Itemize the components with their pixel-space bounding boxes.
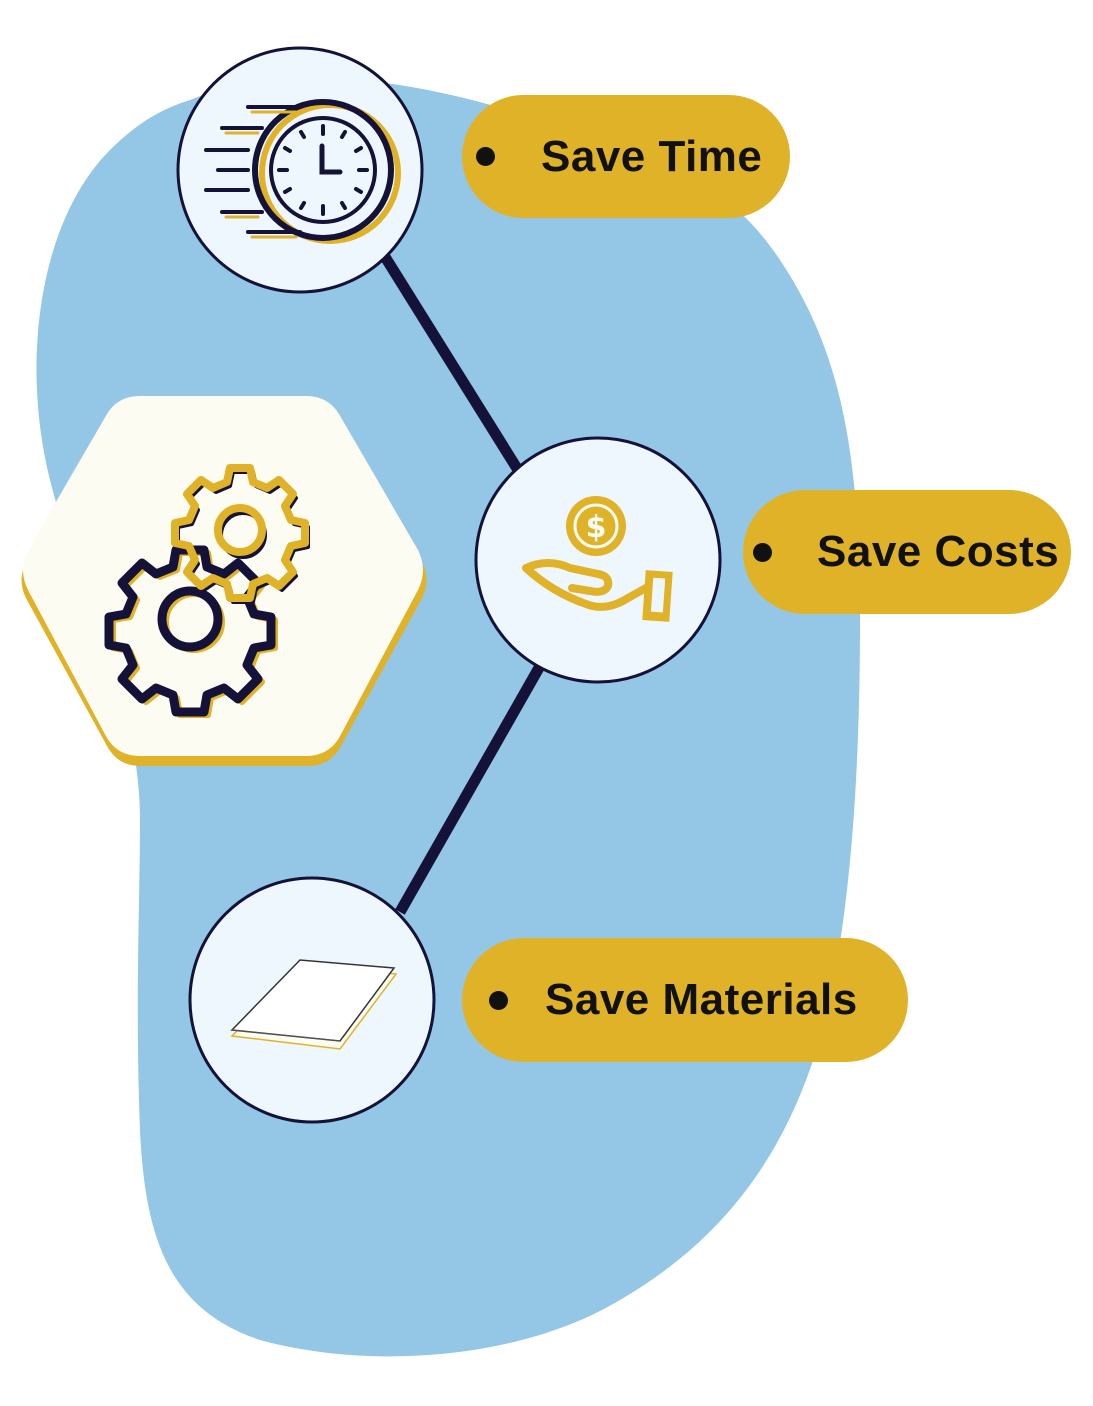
connector-line-costs-materials <box>395 663 545 915</box>
save-costs-label: Save Costs <box>817 527 1060 576</box>
stopwatch-clock-icon <box>204 99 401 244</box>
bullet-dot <box>476 147 495 166</box>
svg-text:$: $ <box>586 510 607 545</box>
save-time-label: Save Time <box>541 131 763 181</box>
save-costs-pill: Save Costs <box>743 490 1071 614</box>
bullet-dot <box>753 542 772 562</box>
connector-line-time-costs <box>377 249 523 473</box>
gears-icon <box>104 464 310 718</box>
costs-circle-node <box>474 436 722 684</box>
paper-stack-icon <box>230 959 398 1050</box>
dollar-coin-hand-icon: $ <box>522 496 673 622</box>
save-materials-label: Save Materials <box>545 975 858 1024</box>
bullet-dot <box>489 990 508 1010</box>
time-circle-node <box>176 46 424 294</box>
save-time-pill: Save Time <box>462 95 790 218</box>
save-materials-pill: Save Materials <box>462 938 908 1062</box>
